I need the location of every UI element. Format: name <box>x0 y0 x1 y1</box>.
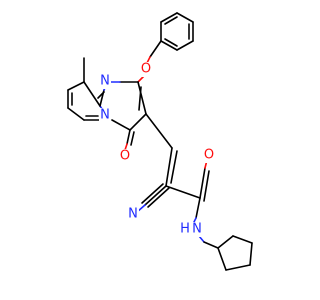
atom-labels: N N O O N O H N <box>99 62 216 237</box>
atom-o-carbonyl-ring: O <box>120 149 130 164</box>
pyridine-ring <box>67 57 105 121</box>
cyclopentyl-ring <box>198 235 253 271</box>
atom-n-amide: N <box>192 222 202 237</box>
molecule-structure: N N O O N O H N <box>67 12 253 271</box>
atom-o-amide: O <box>204 148 214 163</box>
phenyl-ring <box>160 12 194 51</box>
atom-n-ring-bridge: N <box>100 108 110 123</box>
ring-carbonyl <box>124 129 135 151</box>
atom-o-ether: O <box>141 62 151 77</box>
acrylamide-chain <box>136 113 210 225</box>
atom-h-amide: H <box>180 222 190 237</box>
atom-n-ring-top: N <box>100 74 110 89</box>
atom-n-nitrile: N <box>128 207 138 222</box>
structure-canvas: N N O O N O H N <box>67 12 253 271</box>
